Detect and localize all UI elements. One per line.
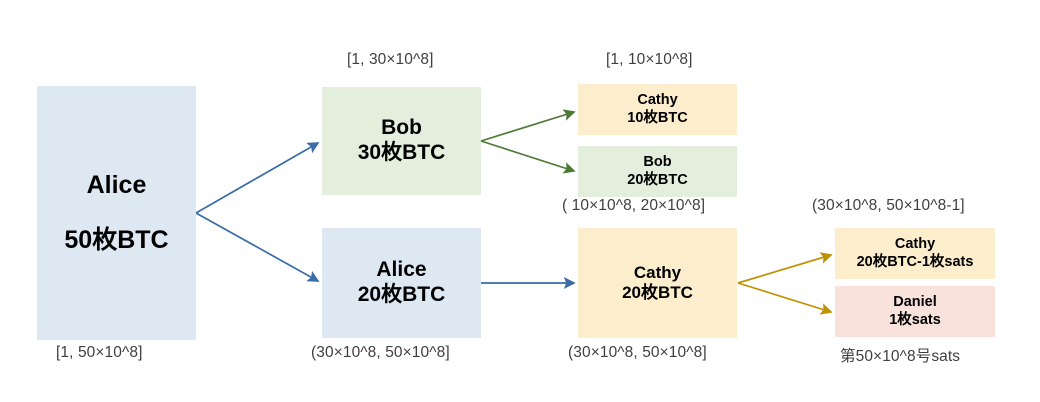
node-cathy-out-top-amount: 10枚BTC [627,109,688,126]
label-daniel-final-sats: 第50×10^8号sats [840,348,961,365]
node-alice-mid-amount: 20枚BTC [357,283,446,306]
node-cathy-final-amount: 20枚BTC-1枚sats [856,253,974,270]
node-cathy-mid-amount: 20枚BTC [622,283,693,302]
node-cathy-final-name: Cathy [894,236,936,253]
node-daniel-final-amount: 1枚sats [889,311,941,328]
node-bob-out-amount: 20枚BTC [627,171,688,188]
node-alice-source[interactable]: Alice 50枚BTC [37,86,196,340]
node-alice-mid-name: Alice [376,258,427,282]
arrow-cathy-to-cathy [737,252,833,284]
node-bob-mid[interactable]: Bob 30枚BTC [322,87,481,195]
label-cathy-out-top-range: [1, 10×10^8] [606,51,693,68]
node-cathy-mid-name: Cathy [633,262,682,282]
label-alice-source-range: [1, 50×10^8] [56,344,143,361]
node-bob-out-name: Bob [643,154,672,171]
label-cathy-final-range: (30×10^8, 50×10^8-1] [812,197,965,214]
arrow-bob-to-cathy [480,109,576,142]
node-alice-mid[interactable]: Alice 20枚BTC [322,228,481,338]
node-alice-source-name: Alice [86,170,147,199]
node-cathy-mid[interactable]: Cathy 20枚BTC [578,228,737,338]
arrow-bob-to-bob [480,140,576,174]
node-daniel-final[interactable]: Daniel 1枚sats [835,286,995,337]
node-bob-mid-name: Bob [381,116,422,140]
label-bob-mid-range: [1, 30×10^8] [347,51,434,68]
label-cathy-mid-range: (30×10^8, 50×10^8] [568,344,707,361]
label-bob-out-range: ( 10×10^8, 20×10^8] [562,197,706,214]
arrow-alice-to-alice [195,212,320,282]
node-daniel-final-name: Daniel [893,294,937,311]
node-cathy-final[interactable]: Cathy 20枚BTC-1枚sats [835,228,995,279]
arrow-cathy-to-daniel [737,282,833,315]
node-bob-out[interactable]: Bob 20枚BTC [578,146,737,197]
node-alice-source-amount: 50枚BTC [64,226,169,254]
node-cathy-out-top[interactable]: Cathy 10枚BTC [578,84,737,135]
node-cathy-out-top-name: Cathy [637,92,678,109]
label-alice-mid-range: (30×10^8, 50×10^8] [311,344,450,361]
arrow-alice-to-bob [195,142,320,214]
node-bob-mid-amount: 30枚BTC [357,141,446,164]
